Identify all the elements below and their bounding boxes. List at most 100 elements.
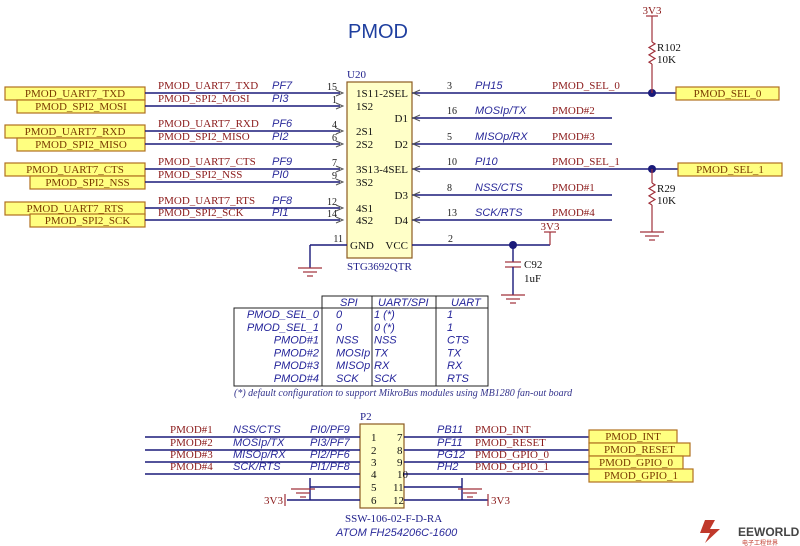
- table-cell: SCK: [336, 373, 359, 385]
- pin-number: 8: [397, 445, 403, 457]
- pin-number: 11: [333, 234, 343, 245]
- signal-label: PH15: [475, 80, 503, 92]
- port-pmod-uart7-rxd-label: PMOD_UART7_RXD: [25, 126, 126, 138]
- table-cell: RTS: [447, 373, 469, 385]
- mcu-pin-label: PH2: [437, 461, 458, 473]
- port-pmod-gpio-1: [588, 468, 694, 483]
- pin-number: 4: [371, 469, 377, 481]
- signal-label: NSS/CTS: [233, 424, 281, 436]
- net-label: PMOD_RESET: [475, 437, 546, 449]
- pin-number: 10: [447, 157, 457, 168]
- pin-number: 9: [397, 457, 403, 469]
- power-label-3v3: 3V3: [491, 495, 510, 507]
- pin-name: 2S1: [356, 126, 373, 138]
- net-label: PMOD#3: [170, 449, 213, 461]
- pin-number: 5: [447, 132, 452, 143]
- u20-ref: U20: [347, 69, 366, 81]
- pin-number: 15: [327, 82, 337, 93]
- net-label: PMOD_GPIO_1: [475, 461, 549, 473]
- pin-number: 9: [332, 171, 337, 182]
- mcu-pin-label: PF11: [437, 437, 462, 449]
- pin-number: 13: [447, 208, 457, 219]
- table-cell: TX: [447, 347, 462, 359]
- pin-number: 7: [332, 158, 337, 169]
- pin-name: 3-4SEL: [374, 164, 409, 176]
- pin-name: 1S2: [356, 101, 373, 113]
- r29-ref: R29: [657, 183, 676, 195]
- pin-arrow-icon: [335, 165, 345, 173]
- port-pmod-uart7-txd-label: PMOD_UART7_TXD: [25, 88, 125, 100]
- p2-ref: P2: [360, 411, 372, 423]
- pin-number: 4: [332, 120, 337, 131]
- pin-arrow-icon: [335, 216, 345, 224]
- pin-arrow-icon: [411, 140, 421, 148]
- port-pmod-sel-0: [675, 86, 780, 101]
- power-label-3v3: 3V3: [264, 495, 283, 507]
- port-pmod-sel-1: [677, 162, 783, 177]
- c92-value: 1uF: [524, 273, 541, 285]
- table-cell: 0: [336, 309, 343, 321]
- net-label: PMOD_SPI2_SCK: [158, 207, 244, 219]
- pin-name: 1-2SEL: [374, 88, 409, 100]
- signal-label: NSS/CTS: [475, 182, 523, 194]
- pin-name: GND: [350, 240, 374, 252]
- net-label: PMOD#1: [552, 182, 595, 194]
- ground-symbol: [458, 488, 482, 498]
- port-pmod-spi2-miso-label: PMOD_SPI2_MISO: [35, 139, 127, 151]
- r102-value: 10K: [657, 54, 676, 66]
- signal-label: SCK/RTS: [475, 207, 523, 219]
- pin-name: VCC: [385, 240, 408, 252]
- pin-number: 1: [371, 432, 377, 444]
- net-label: PMOD_INT: [475, 424, 531, 436]
- pin-arrow-icon: [411, 191, 421, 199]
- eeworld-logo-icon: [700, 520, 720, 543]
- pin-name: 3S1: [356, 164, 373, 176]
- pin-arrow-icon: [335, 89, 345, 97]
- ground-symbol: [501, 294, 525, 304]
- p2-alt-part: ATOM FH254206C-1600: [335, 527, 458, 539]
- mcu-pin-label: PI1: [272, 207, 289, 219]
- config-table: [233, 295, 489, 387]
- table-row-label: PMOD#4: [274, 373, 319, 385]
- pin-name: 1S1: [356, 88, 373, 100]
- power-label-3v3: 3V3: [541, 221, 560, 233]
- mcu-pin-label: PI2: [272, 131, 289, 143]
- table-cell: 1 (*): [374, 309, 395, 321]
- p2-connector-body: [359, 423, 405, 509]
- pin-number: 6: [332, 133, 337, 144]
- net-label: PMOD_UART7_TXD: [158, 80, 258, 92]
- port-pmod-gpio-1-label: PMOD_GPIO_1: [604, 470, 678, 482]
- pin-number: 11: [393, 482, 404, 494]
- pin-number: 2: [448, 234, 453, 245]
- table-cell: RX: [447, 360, 463, 372]
- net-label: PMOD#1: [170, 424, 213, 436]
- pin-name: D4: [395, 215, 409, 227]
- pin-arrow-icon: [335, 140, 345, 148]
- table-row-label: PMOD#2: [274, 347, 319, 359]
- port-pmod-sel-0-label: PMOD_SEL_0: [694, 88, 762, 100]
- pin-number: 6: [371, 495, 377, 507]
- pin-arrow-icon: [411, 114, 421, 122]
- table-cell: CTS: [447, 335, 470, 347]
- mcu-pin-label: PI3/PF7: [310, 437, 351, 449]
- pin-arrow-icon: [411, 216, 421, 224]
- ground-symbol: [291, 488, 315, 498]
- mcu-pin-label: PF6: [272, 118, 293, 130]
- mcu-pin-label: PG12: [437, 449, 465, 461]
- resistor-icon: [647, 41, 657, 65]
- table-footnote: (*) default configuration to support Mik…: [234, 388, 573, 399]
- net-label: PMOD_SEL_1: [552, 156, 620, 168]
- signal-label: MOSIp/TX: [233, 437, 285, 449]
- net-label: PMOD#4: [552, 207, 595, 219]
- table-cell: 0 (*): [374, 322, 395, 334]
- table-cell: RX: [374, 360, 390, 372]
- power-label-3v3: 3V3: [643, 5, 662, 17]
- pin-number: 7: [397, 432, 403, 444]
- net-label: PMOD#2: [170, 437, 213, 449]
- pin-name: 4S1: [356, 203, 373, 215]
- r29-value: 10K: [657, 195, 676, 207]
- mcu-pin-label: PI3: [272, 93, 289, 105]
- pin-number: 3: [447, 81, 452, 92]
- net-label: PMOD_GPIO_0: [475, 449, 549, 461]
